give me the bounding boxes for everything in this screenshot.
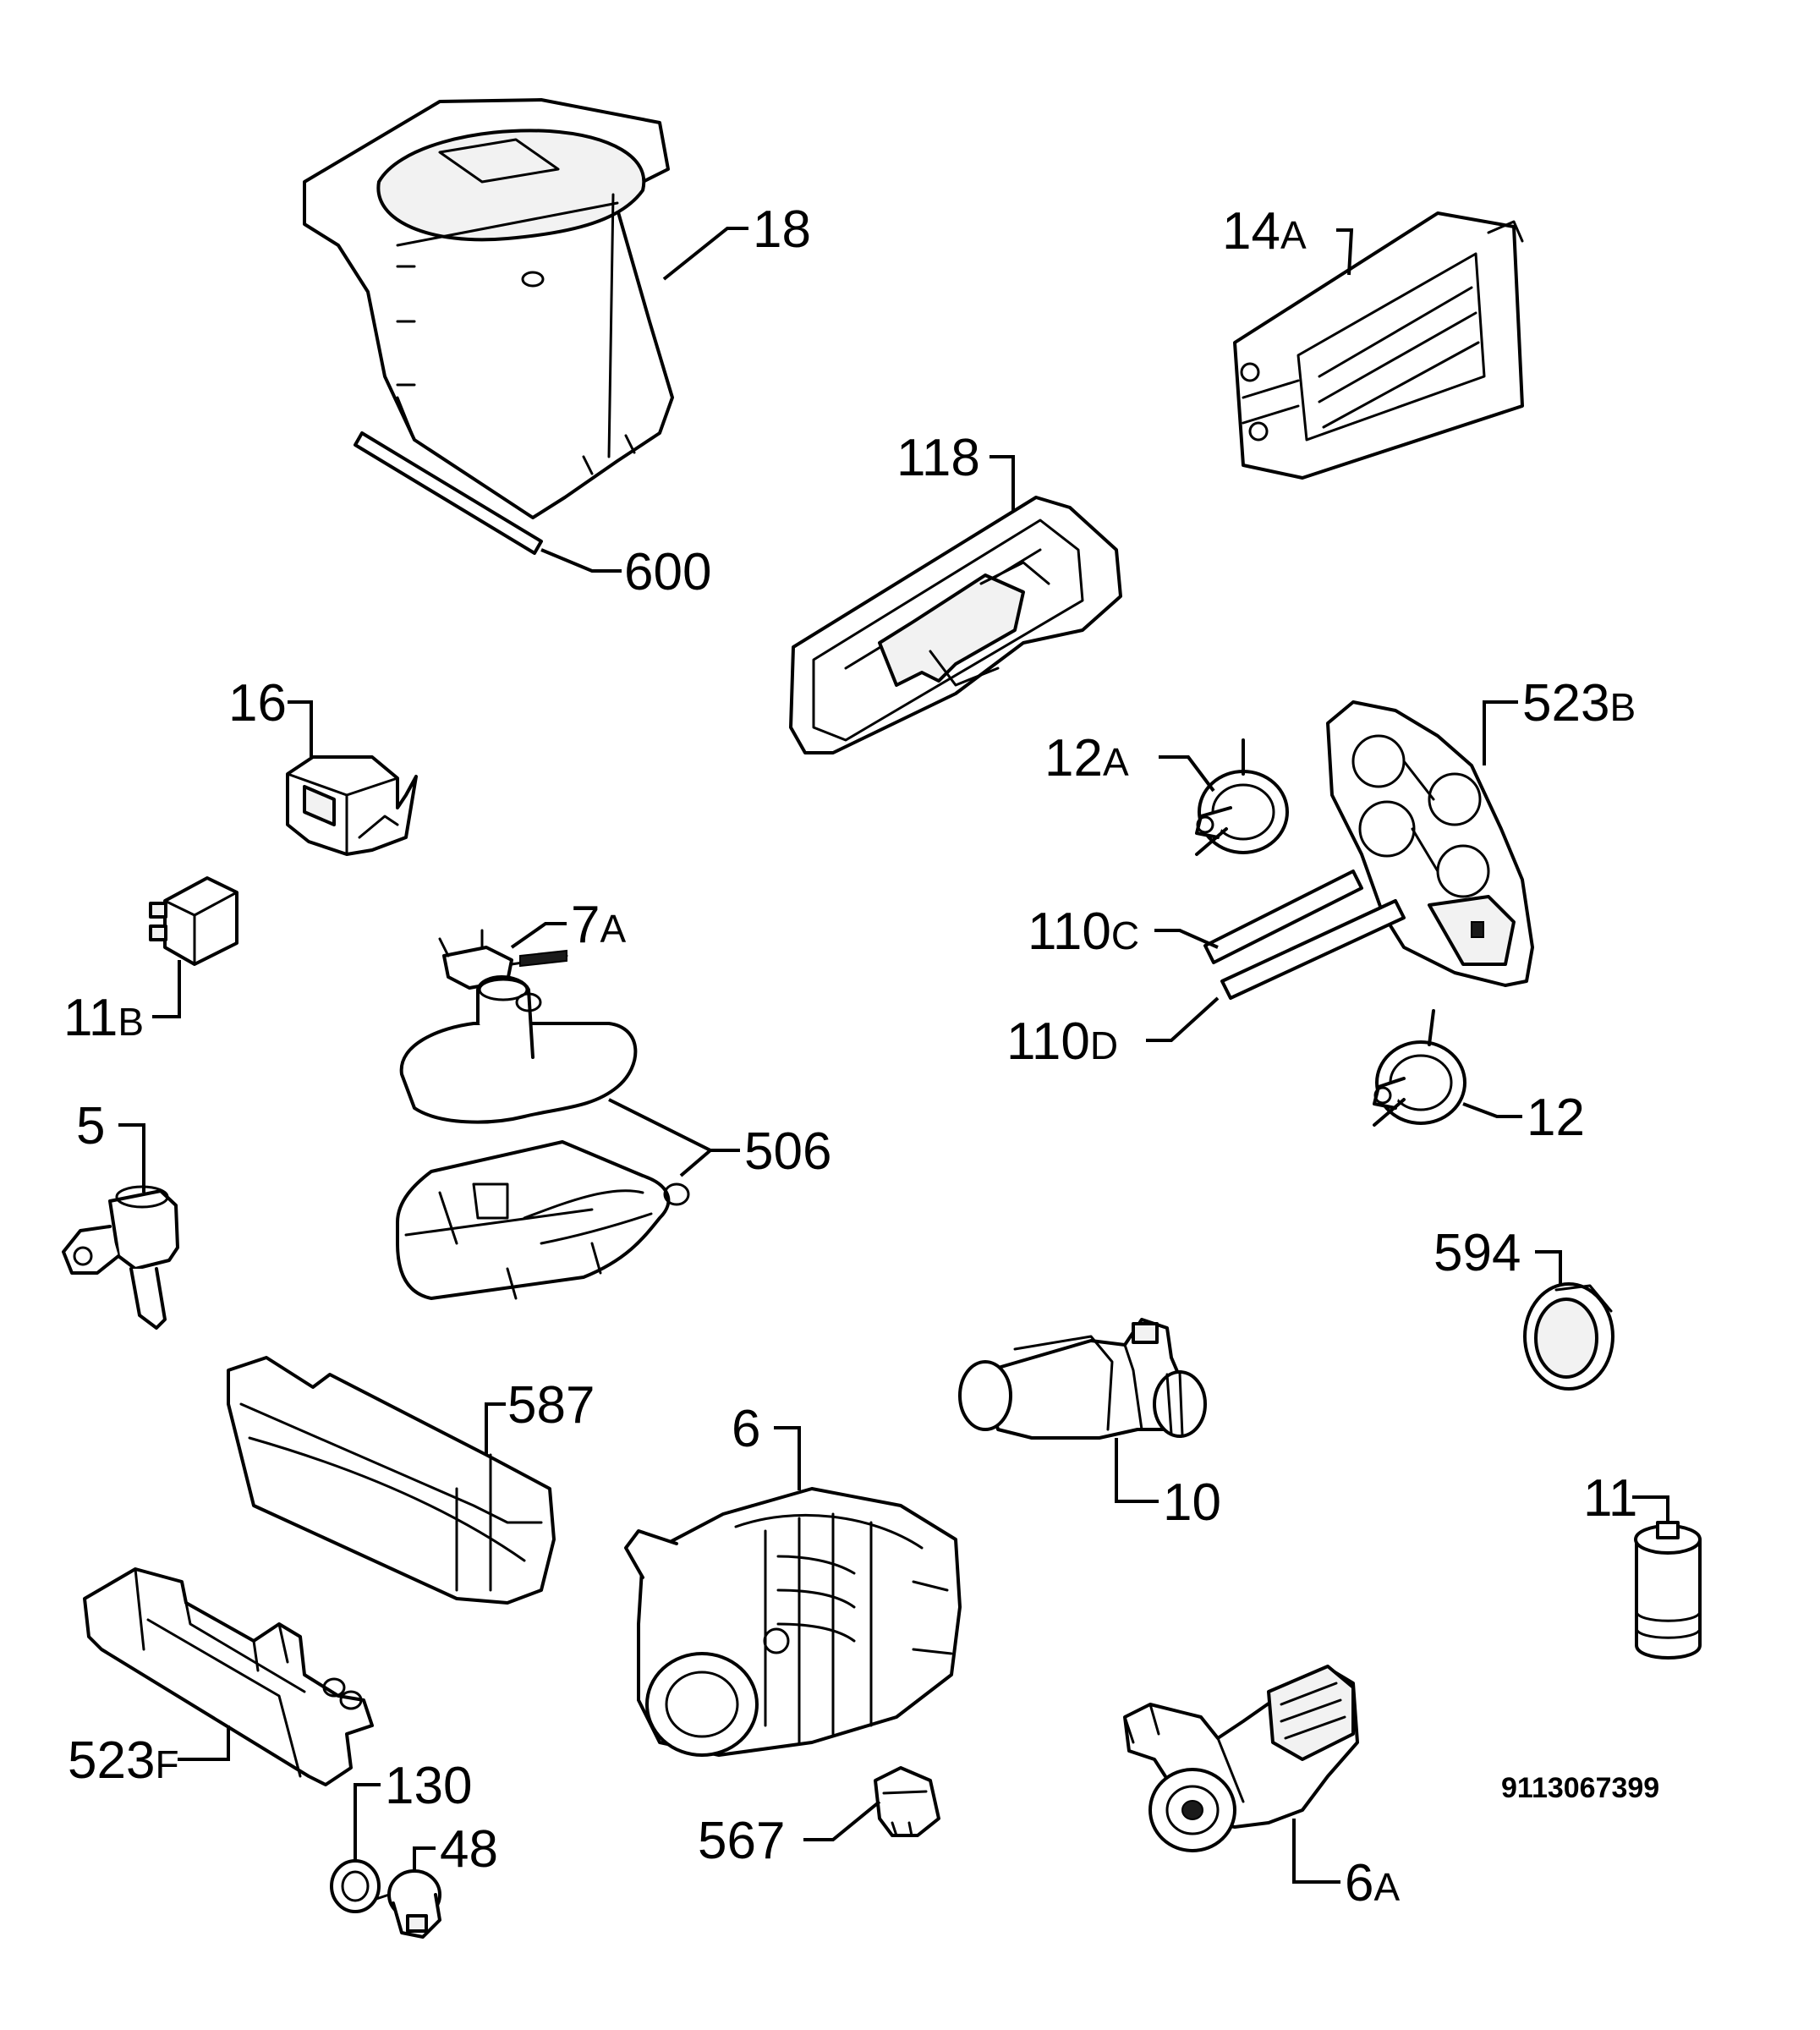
- document-number: 9113067399: [1501, 1772, 1659, 1804]
- leader-lines: [118, 227, 1669, 1884]
- callout-523f: 523F: [68, 1731, 179, 1790]
- callout-11: 11: [1583, 1469, 1637, 1528]
- part-48-plug: [375, 1869, 441, 1939]
- callout-600: 600: [624, 543, 711, 601]
- part-16-door-switch: [286, 755, 418, 856]
- callout-6a: 6A: [1345, 1854, 1400, 1912]
- part-14a-electronic-module: [1233, 211, 1524, 480]
- callout-506: 506: [744, 1122, 831, 1181]
- part-110c-110d-hoses: [1203, 870, 1406, 1000]
- leader-5: [118, 1123, 145, 1193]
- callout-523b: 523B: [1522, 674, 1636, 732]
- part-7a-sensor: [438, 929, 568, 990]
- leader-594: [1535, 1250, 1562, 1286]
- part-600-seal-strip: [354, 431, 543, 555]
- part-594-cap-ring: [1523, 1282, 1614, 1391]
- callout-12: 12: [1527, 1089, 1585, 1147]
- callout-110c: 110C: [1028, 903, 1139, 961]
- part-12a-pressure-switch: [1195, 738, 1289, 856]
- part-118-detergent-dispenser: [789, 496, 1122, 754]
- leader-587: [485, 1402, 506, 1455]
- leader-18: [662, 227, 748, 281]
- part-587-cover-panel: [227, 1356, 556, 1605]
- callout-11b: 11B: [63, 989, 144, 1047]
- part-523f-softener-base: [83, 1567, 374, 1786]
- callout-7a: 7A: [571, 896, 626, 954]
- leader-523b: [1483, 700, 1518, 765]
- callout-14a: 14A: [1222, 202, 1307, 261]
- part-567-connector: [874, 1766, 940, 1837]
- leader-16: [288, 700, 313, 757]
- callout-6: 6: [732, 1400, 760, 1458]
- part-130-gasket: [330, 1859, 381, 1913]
- part-10-heater: [958, 1318, 1207, 1440]
- leader-11b: [152, 960, 181, 1018]
- callout-567: 567: [698, 1812, 785, 1870]
- part-523b-softener-plate: [1326, 700, 1534, 987]
- part-18-air-duct: [303, 98, 674, 519]
- leader-6: [774, 1426, 801, 1490]
- leader-48: [413, 1846, 436, 1871]
- leader-600: [540, 548, 622, 573]
- leader-110c: [1154, 929, 1219, 949]
- leader-130: [354, 1783, 381, 1861]
- callout-12a: 12A: [1044, 729, 1129, 787]
- leader-110d: [1146, 996, 1220, 1042]
- callout-110d: 110D: [1006, 1012, 1118, 1071]
- leader-12a: [1159, 755, 1215, 793]
- callout-587: 587: [507, 1376, 595, 1435]
- callout-10: 10: [1163, 1473, 1221, 1532]
- callout-5: 5: [76, 1097, 105, 1155]
- part-6a-drain-pump: [1123, 1665, 1359, 1852]
- callout-130: 130: [385, 1757, 472, 1815]
- leader-118: [989, 455, 1015, 512]
- leader-506: [608, 1098, 740, 1177]
- leader-11: [1632, 1495, 1669, 1522]
- leader-10: [1115, 1438, 1159, 1503]
- leader-567: [803, 1800, 881, 1841]
- part-11-capacitor: [1634, 1521, 1702, 1660]
- part-5-inlet-valve: [62, 1185, 179, 1330]
- callout-18: 18: [753, 200, 811, 259]
- part-6-circulation-pump: [624, 1487, 962, 1757]
- part-11b-relay: [149, 876, 238, 966]
- leader-6a: [1292, 1819, 1340, 1884]
- leader-7a: [510, 922, 567, 949]
- callout-16: 16: [228, 674, 287, 732]
- callout-594: 594: [1434, 1224, 1521, 1282]
- leader-523f: [178, 1726, 230, 1761]
- leader-14a: [1336, 228, 1354, 276]
- leader-12: [1462, 1102, 1522, 1118]
- part-12-pressure-switch: [1373, 1009, 1466, 1127]
- callout-48: 48: [440, 1820, 498, 1879]
- callout-labels: 18 600 14A 118 16 523B 12A 11B 7A 110C 1…: [63, 200, 1659, 1912]
- callout-118: 118: [896, 429, 980, 487]
- part-506-float-cover: [396, 975, 690, 1300]
